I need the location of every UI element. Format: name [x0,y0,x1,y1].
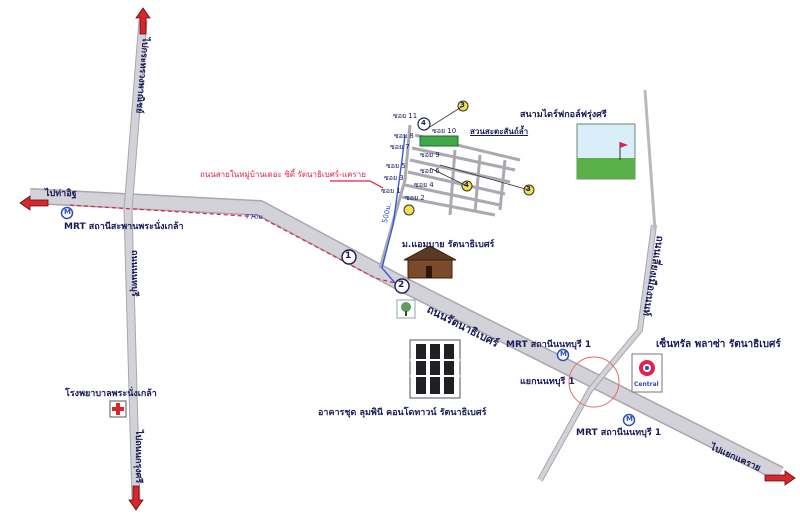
village-label: ม.แอมบาย รัตนาธิเบศร์ [402,240,495,250]
numbered-markers [341,100,535,294]
bypass-road [538,224,656,481]
west-mrt-label: MRT สถานีสะพานพระนั่งเกล้า [64,222,184,232]
soi-1-label: ซอย 1 [381,187,401,195]
west-vertical-road [124,19,147,501]
golf-label: สนามไดร์ฟกอล์ฟรุ่งศรี [520,110,607,120]
red-route [69,204,396,284]
marker-4b: 4 [464,181,469,189]
hospital-label: โรงพยาบาลพระนั่งเกล้า [65,389,157,399]
soi-5-label: ซอย 5 [386,162,406,170]
mid-mrt-glyph: M [560,350,567,358]
south-mrt-glyph: M [626,415,633,423]
distance-770-label: 770ม. [245,213,266,221]
south-mrt-label: MRT สถานีนนทบุรี 1 [576,428,662,438]
condo-label: อาคารชุด ลุมพินี คอนโดทาวน์ รัตนาธิเบศร์ [318,408,487,418]
bypass-road-edge [537,224,657,482]
north-arrow-icon [135,7,151,35]
end-arrows [19,7,796,511]
mrt-badges [60,206,636,427]
south-vertical-label: ไปถนนกรุงศรี [133,430,143,484]
soi-11-label: ซอย 11 [393,112,418,120]
soi-6-label: ซอย 6 [420,167,440,175]
west-arrow-label: ไปท่าอิฐ [45,189,77,199]
south-arrow-icon [128,485,144,511]
intersection-circle [568,356,620,408]
marker-4a: 4 [421,119,426,127]
golf-icon [576,123,636,180]
marker-4a-circle [417,117,431,131]
tree-icon [396,299,416,319]
soi-8-label: ซอย 8 [394,132,414,140]
soi-3-label: ซอย 3 [384,174,404,182]
east-arrow-icon [764,470,796,486]
marker-y-circle [403,204,415,216]
condo-icon [409,339,461,399]
blue-route [381,134,406,284]
west-arrow-icon [19,195,49,211]
soi-4-label: ซอย 4 [414,181,434,189]
mrt-icon-west [60,206,74,220]
soi-9-label: ซอย 9 [420,151,440,159]
intersection-label: แยกนนทบุรี 1 [520,377,575,387]
marker-1: 1 [345,251,352,261]
marker-3b: 3 [526,185,531,193]
soi-red-label: ถนนสายในหมู่บ้านเดอะ ซิตี้ รัตนาธิเบศร์-… [200,170,366,179]
soi-7-label: ซอย 7 [390,143,410,151]
north-right-road [643,89,657,231]
house-icon [403,245,457,279]
central-logo-text: Central [634,381,659,388]
main-road [29,189,783,480]
soi-2-label: ซอย 2 [405,194,425,202]
park-icon [419,135,459,147]
marker-1-circle [341,249,357,265]
red-pointer [330,180,384,189]
soi-10-label: ซอย 10 [432,127,457,135]
central-label: เซ็นทรัล พลาซ่า รัตนาธิเบศร์ [656,339,781,350]
hospital-icon [109,400,127,418]
mrt-icon-mid [556,348,570,362]
vertical-mid-label: ถนนนนทบุรี [129,250,139,297]
marker-2: 2 [398,280,405,290]
marker-3a: 3 [460,101,465,109]
mid-mrt-label: MRT สถานีนนทบุรี 1 [506,340,592,350]
marker-2-circle [394,278,410,294]
central-logo-icon [631,353,663,393]
park-label: สวนสะตะสันถ์ล้ำ [470,127,529,136]
mrt-icon-south [622,413,636,427]
west-mrt-glyph: M [64,208,71,216]
